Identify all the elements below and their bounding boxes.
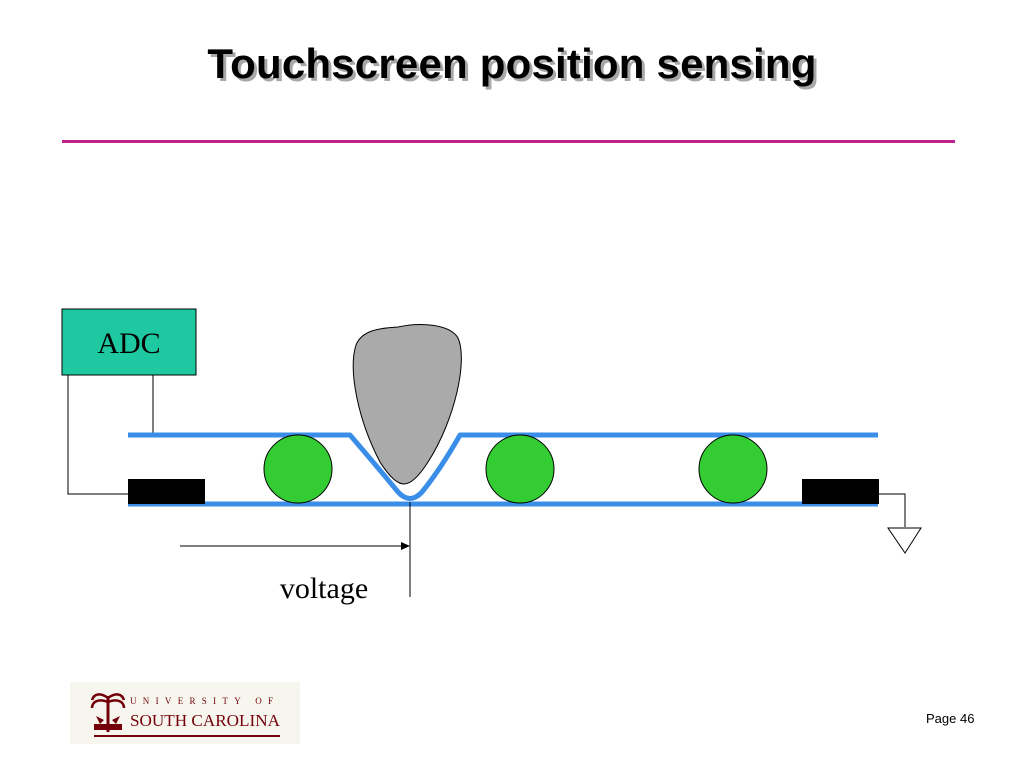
top-layer	[128, 432, 878, 501]
voltage-label: voltage	[280, 572, 368, 605]
right-electrode	[802, 479, 879, 504]
adc-label: ADC	[97, 327, 160, 360]
arrow-head	[401, 542, 410, 550]
left-electrode	[128, 479, 205, 504]
adc-box	[61, 308, 197, 376]
spacer-dot	[698, 434, 768, 504]
title-divider	[62, 140, 955, 143]
ground-wire	[879, 493, 906, 527]
logo-underline	[94, 735, 280, 737]
spacer-dot	[263, 434, 333, 504]
university-logo: UNIVERSITY OF SOUTH CAROLINA	[70, 682, 300, 744]
slide-title: Touchscreen position sensing	[207, 40, 817, 87]
logo-top-line: UNIVERSITY OF	[130, 696, 279, 706]
spacer-dot	[485, 434, 555, 504]
page-number: Page 46	[926, 711, 975, 726]
finger-shape	[352, 324, 462, 485]
adc-wire-lower	[67, 375, 128, 495]
palmetto-icon	[90, 693, 126, 732]
ground-symbol	[887, 527, 922, 554]
logo-bottom-line: SOUTH CAROLINA	[130, 711, 281, 730]
